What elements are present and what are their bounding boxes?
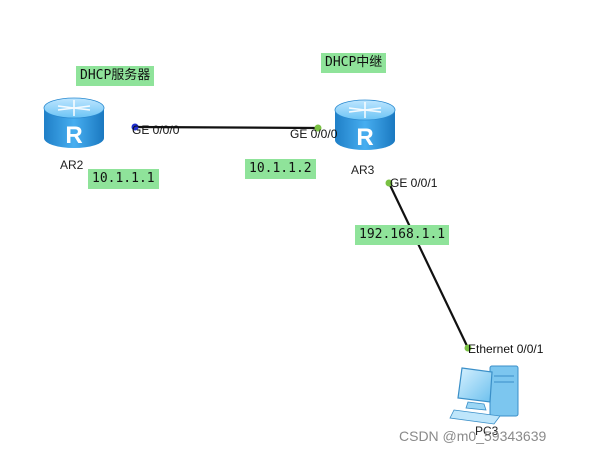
pc3-computer-icon[interactable] (449, 365, 519, 425)
pc3-device-name: PC3 (475, 424, 499, 438)
ar3-left-ip-label: 10.1.1.2 (245, 159, 316, 179)
ar3-port-down-indicator (385, 179, 393, 187)
ar3-port-left-label: GE 0/0/0 (290, 127, 338, 141)
ar2-device-name: AR2 (60, 158, 84, 172)
ar3-port-down-label: GE 0/0/1 (390, 176, 438, 190)
ar3-right-ip-label: 192.168.1.1 (355, 225, 450, 245)
router-ar3-icon[interactable]: R (334, 99, 396, 151)
link-ar3-pc3[interactable] (388, 182, 469, 349)
pc3-port-indicator (464, 344, 472, 352)
ar2-port-label: GE 0/0/0 (132, 123, 180, 137)
router-ar2-icon[interactable]: R (43, 97, 105, 149)
ar2-port-indicator (131, 123, 139, 131)
watermark: CSDN @m0_59343639 (399, 428, 547, 444)
ar3-device-name: AR3 (351, 163, 375, 177)
ar2-role-label: DHCP服务器 (76, 66, 155, 86)
svg-text:R: R (65, 122, 82, 149)
link-ar2-ar3[interactable] (134, 125, 319, 130)
ar2-ip-label: 10.1.1.1 (88, 169, 159, 189)
ar3-role-label: DHCP中继 (321, 53, 387, 73)
pc3-port-label: Ethernet 0/0/1 (468, 342, 544, 356)
ar3-port-left-indicator (314, 124, 322, 132)
svg-text:R: R (356, 124, 373, 151)
